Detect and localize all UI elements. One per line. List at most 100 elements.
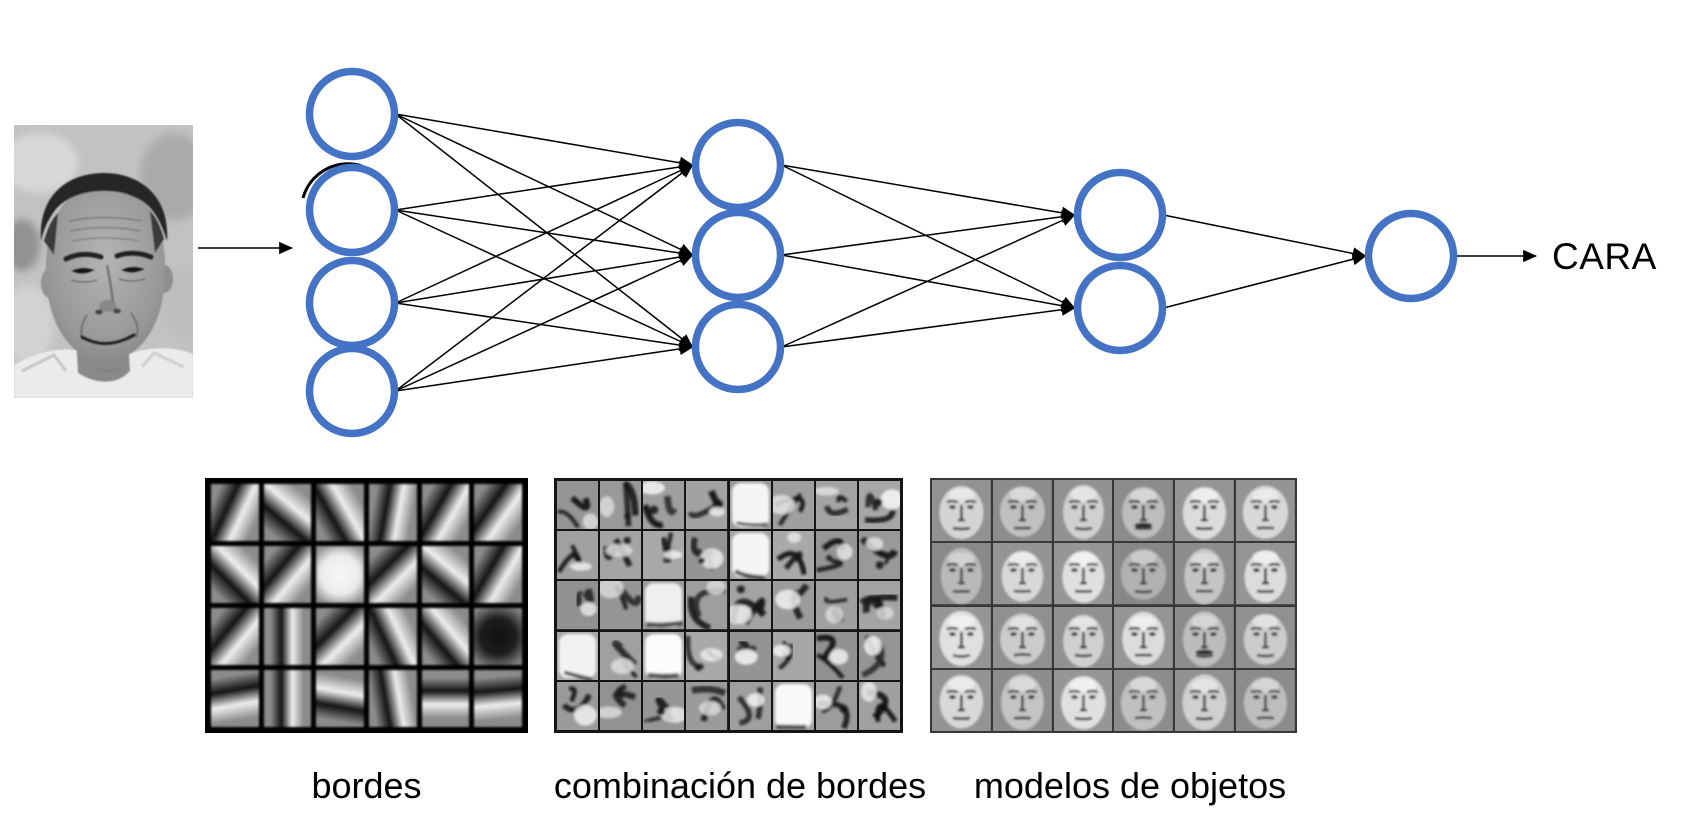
caption-combinacion-de-bordes: combinación de bordes: [553, 765, 927, 806]
connection-line: [1163, 214, 1367, 260]
connection-line: [395, 254, 694, 392]
edge-filter-cell: [369, 546, 417, 603]
edge-filters-grid: [205, 478, 528, 733]
edge-filter-cell: [369, 484, 417, 541]
connection-line: [395, 113, 694, 169]
face-model-cell: [932, 543, 991, 605]
edge-combination-cell: [557, 631, 599, 680]
edge-combination-cell: [686, 631, 728, 680]
face-model-cell: [1114, 669, 1174, 731]
face-model-cell: [1175, 669, 1235, 731]
portrait: [14, 173, 193, 398]
face-model-cell: [1236, 543, 1295, 605]
edge-combination-cell: [815, 681, 857, 730]
edge-combination-cell: [815, 631, 857, 680]
connection-line: [395, 302, 694, 352]
connection-line: [1163, 253, 1367, 309]
edge-combination-cell: [772, 481, 814, 530]
connection-line: [781, 164, 1076, 219]
face-model-cell: [992, 543, 1052, 605]
edge-filter-cell: [474, 608, 522, 665]
face-model-cell: [1053, 606, 1113, 668]
object-models-grid: [930, 478, 1297, 733]
face-model-cell: [1053, 480, 1113, 542]
edge-combination-cell: [772, 531, 814, 580]
connection-line: [395, 209, 694, 260]
face-model-cell: [1175, 543, 1235, 605]
connection-line: [395, 164, 694, 392]
connection-line: [781, 214, 1076, 348]
edge-combination-cell: [729, 581, 771, 630]
connection-line: [781, 164, 1076, 309]
edge-combination-cell: [815, 481, 857, 530]
caption-bordes: bordes: [311, 765, 422, 806]
edge-filter-cell: [474, 546, 522, 603]
face-model-cell: [932, 606, 991, 668]
edge-filter-cell: [316, 546, 364, 603]
edge-combination-cell: [858, 481, 900, 530]
edge-filter-cell: [211, 608, 259, 665]
edge-combination-cell: [772, 681, 814, 730]
edge-filter-cell: [369, 608, 417, 665]
edge-filter-cell: [211, 546, 259, 603]
edge-combination-cell: [772, 631, 814, 680]
edge-filter-cell: [316, 608, 364, 665]
edge-combination-cell: [557, 531, 599, 580]
face-model-cell: [992, 669, 1052, 731]
neuron-node: [691, 118, 785, 212]
edge-filter-cell: [474, 670, 522, 727]
edge-combination-cell: [729, 481, 771, 530]
edge-filter-cell: [369, 670, 417, 727]
connection-line: [395, 342, 694, 392]
edge-filter-cell: [316, 484, 364, 541]
connection-line: [781, 210, 1076, 256]
face-model-cell: [1053, 543, 1113, 605]
face-model-cell: [992, 480, 1052, 542]
face-model-cell: [1175, 606, 1235, 668]
edge-combination-cell: [643, 531, 685, 580]
face-model-cell: [1236, 669, 1295, 731]
face-model-cell: [1236, 480, 1295, 542]
edge-combination-cell: [600, 481, 642, 530]
edge-filter-cell: [474, 484, 522, 541]
connection-line: [781, 303, 1076, 348]
edge-combination-cell: [729, 631, 771, 680]
face-model-cell: [932, 480, 991, 542]
edge-combination-cell: [772, 581, 814, 630]
edge-combination-cell: [858, 681, 900, 730]
face-model-cell: [992, 606, 1052, 668]
edge-filter-cell: [263, 484, 312, 541]
edge-filter-cell: [421, 546, 470, 603]
edge-combination-cell: [643, 631, 685, 680]
edge-filter-cell: [263, 608, 312, 665]
edge-filter-cell: [421, 484, 470, 541]
connection-line: [395, 160, 694, 211]
edge-combination-cell: [815, 531, 857, 580]
edge-combination-cell: [729, 681, 771, 730]
neuron-node: [691, 208, 785, 302]
neuron-node: [1073, 168, 1167, 262]
edge-combination-cell: [686, 481, 728, 530]
connection-line: [395, 113, 694, 348]
neuron-node: [1364, 209, 1458, 303]
edge-combination-cell: [557, 681, 599, 730]
edge-filter-cell: [421, 608, 470, 665]
edge-filter-cell: [211, 670, 259, 727]
neuron-node: [305, 163, 399, 257]
edge-combination-cell: [729, 531, 771, 580]
edge-combination-cell: [858, 631, 900, 680]
edge-combination-cell: [858, 531, 900, 580]
neuron-node: [305, 256, 399, 350]
edge-combination-cell: [643, 481, 685, 530]
face-model-cell: [932, 669, 991, 731]
edge-combinations-grid: [554, 478, 903, 733]
connection-line: [395, 250, 694, 304]
neuron-node: [305, 344, 399, 438]
face-model-cell: [1114, 606, 1174, 668]
face-model-cell: [1175, 480, 1235, 542]
edge-filter-cell: [211, 484, 259, 541]
edge-combination-cell: [600, 531, 642, 580]
edge-filter-cell: [421, 670, 470, 727]
edge-combination-cell: [815, 581, 857, 630]
